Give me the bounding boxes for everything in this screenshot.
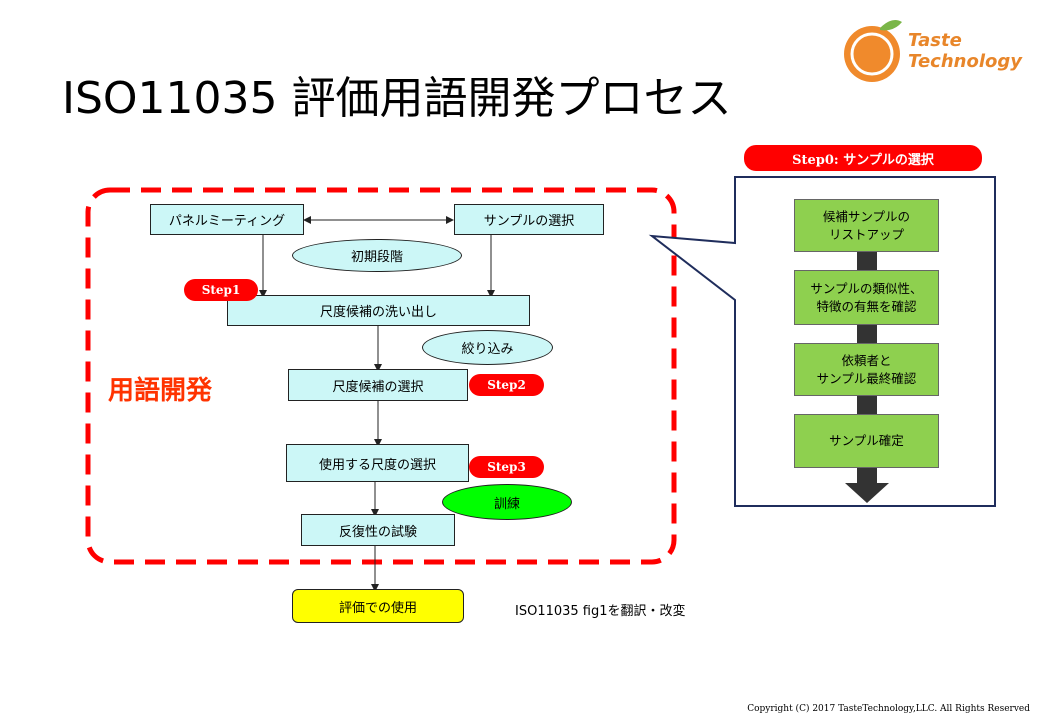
step0-item: 依頼者と サンプル最終確認 bbox=[794, 343, 939, 396]
step0-item: 候補サンプルの リストアップ bbox=[794, 199, 939, 252]
term-development-frame bbox=[85, 187, 677, 565]
step0-badge: Step0: サンプルの選択 bbox=[744, 145, 982, 171]
evaluation-use-box: 評価での使用 bbox=[292, 589, 464, 623]
step1-badge: Step1 bbox=[184, 279, 258, 301]
use-scale-select-box: 使用する尺度の選択 bbox=[286, 444, 469, 482]
scale-candidates-box: 尺度候補の洗い出し bbox=[227, 295, 530, 326]
sample-select-box: サンプルの選択 bbox=[454, 204, 604, 235]
repeatability-box: 反復性の試験 bbox=[301, 514, 455, 546]
term-development-label: 用語開発 bbox=[108, 376, 213, 406]
figure-caption: ISO11035 fig1を翻訳・改変 bbox=[515, 604, 686, 619]
initial-stage-ellipse: 初期段階 bbox=[292, 239, 462, 272]
logo-line2: Technology bbox=[908, 51, 1022, 72]
step0-item: サンプル確定 bbox=[794, 414, 939, 468]
scale-select-box: 尺度候補の選択 bbox=[288, 369, 468, 401]
company-logo-text: Taste Technology bbox=[908, 30, 1022, 72]
copyright-text: Copyright (C) 2017 TasteTechnology,LLC. … bbox=[747, 704, 1030, 714]
step2-badge: Step2 bbox=[469, 374, 544, 396]
step3-badge: Step3 bbox=[469, 456, 544, 478]
orange-logo-icon bbox=[844, 20, 902, 82]
page-title: ISO11035 評価用語開発プロセス bbox=[62, 73, 732, 124]
logo-line1: Taste bbox=[908, 30, 962, 51]
step0-item: サンプルの類似性、 特徴の有無を確認 bbox=[794, 270, 939, 325]
panel-meeting-box: パネルミーティング bbox=[150, 204, 304, 235]
training-ellipse: 訓練 bbox=[442, 484, 572, 520]
narrowing-ellipse: 絞り込み bbox=[422, 330, 553, 365]
